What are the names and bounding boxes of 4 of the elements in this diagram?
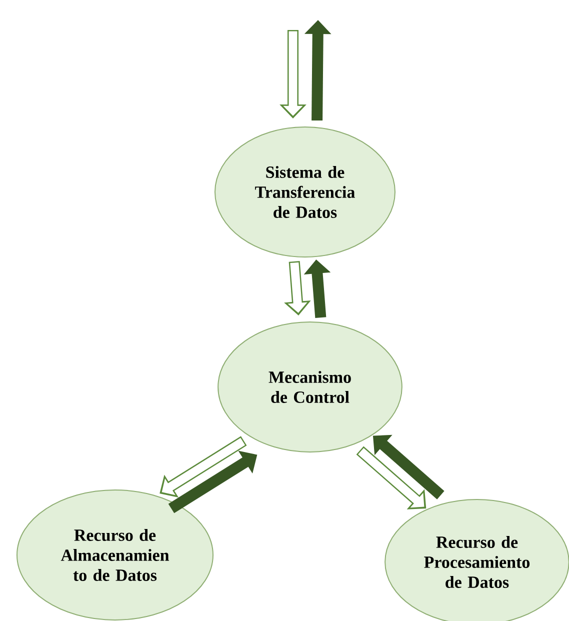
oval-node: Sistema de Transferencia de Datos	[214, 126, 396, 258]
oval-node: Recurso de Almacenamien to de Datos	[16, 490, 214, 620]
oval-node: Mecanismo de Control	[218, 322, 402, 452]
oval-node: Recurso de Procesamiento de Datos	[384, 499, 569, 621]
